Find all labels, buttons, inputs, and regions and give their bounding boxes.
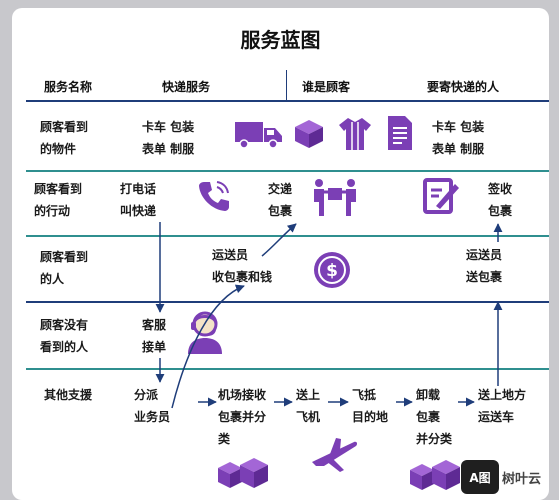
sign-form-icon (423, 178, 459, 214)
row-label-actions: 顾客看到 的行动 (34, 182, 83, 218)
support-arrive: 飞抵 目的地 (352, 388, 389, 424)
support-board: 送上 飞机 (296, 388, 321, 424)
coin-icon: $ (314, 252, 350, 288)
boxes-icon (218, 458, 268, 488)
boxes-icon-2 (410, 460, 460, 490)
support-airport: 机场接收 包裹并分 类 (218, 388, 267, 446)
header-service: 快递服务 (162, 80, 211, 94)
people-courier-deliver: 运送员 送包裹 (466, 248, 503, 284)
header-divider (286, 70, 287, 100)
objects-left-text: 卡车 包装 表单 制服 (142, 120, 195, 156)
airplane-icon (312, 438, 358, 472)
support-truck: 送上地方 运送车 (478, 388, 527, 424)
action-sign-text: 签收 包裹 (488, 182, 513, 218)
svg-text:$: $ (326, 261, 338, 281)
logo-name: 树叶云 (501, 471, 541, 487)
action-call-text: 打电话 叫快递 (120, 182, 157, 218)
phone-icon (199, 181, 229, 211)
form-icon (388, 116, 412, 150)
hidden-service-order: 客服 接单 (142, 318, 167, 354)
handover-icon (314, 179, 356, 216)
truck-icon (235, 122, 282, 149)
uniform-icon (339, 118, 371, 150)
divider-header (26, 100, 549, 102)
arrow-dispatch-to-courier (171, 284, 245, 409)
divider-objects (26, 170, 549, 172)
divider-actions (26, 235, 549, 237)
header-sender: 要寄快递的人 (427, 80, 500, 94)
row-label-objects: 顾客看到 的物件 (40, 120, 89, 156)
people-courier-collect: 运送员 收包裹和钱 (212, 248, 273, 284)
row-label-hidden: 顾客没有 看到的人 (40, 318, 89, 354)
header-customer: 谁是顾客 (302, 80, 351, 94)
row-label-support: 其他支援 (44, 388, 93, 402)
package-icon (295, 120, 323, 148)
objects-right-text: 卡车 包装 表单 制服 (432, 120, 485, 156)
action-deliver-text: 交递 包裹 (268, 182, 293, 218)
arrow-courier-to-deliver (261, 223, 297, 257)
divider-people (26, 301, 549, 303)
page-title: 服务蓝图 (240, 28, 321, 52)
support-dispatch: 分派 业务员 (134, 388, 171, 424)
divider-hidden (26, 368, 549, 370)
flow-arrows (155, 222, 503, 409)
header-service-name: 服务名称 (44, 80, 93, 94)
support-unload: 卸载 包裹 并分类 (416, 388, 453, 446)
watermark-logo: A图 树叶云 (460, 460, 541, 494)
blueprint-card: 服务蓝图 服务名称 快递服务 谁是顾客 要寄快递的人 顾客看到 的物件 顾客看到… (12, 8, 549, 500)
logo-mark: A图 (460, 460, 499, 494)
row-label-people: 顾客看到 的人 (40, 250, 89, 286)
